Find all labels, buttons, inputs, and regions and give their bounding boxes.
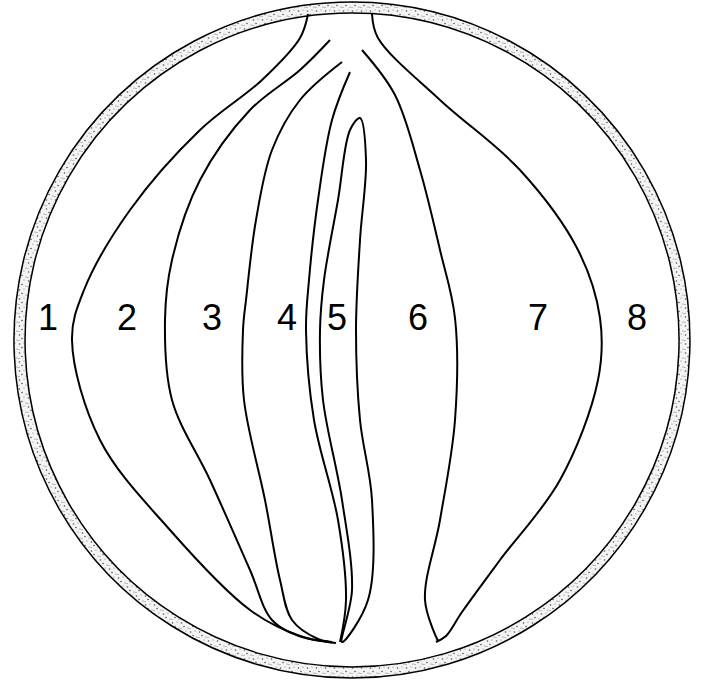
inner-lobe <box>320 118 374 642</box>
callout-number: 3 <box>202 300 222 336</box>
tissue-boundary <box>72 14 330 642</box>
tissue-boundary <box>242 62 342 643</box>
callout-number: 4 <box>277 300 297 336</box>
callout-number: 8 <box>627 300 647 336</box>
callout-number: 2 <box>117 300 137 336</box>
callout-number: 1 <box>38 300 58 336</box>
seed-coat <box>14 2 690 678</box>
callout-number: 6 <box>408 300 428 336</box>
tissue-boundary <box>362 50 457 641</box>
callout-number: 5 <box>327 300 347 336</box>
callout-number: 7 <box>528 300 548 336</box>
tissue-boundary <box>372 14 602 642</box>
